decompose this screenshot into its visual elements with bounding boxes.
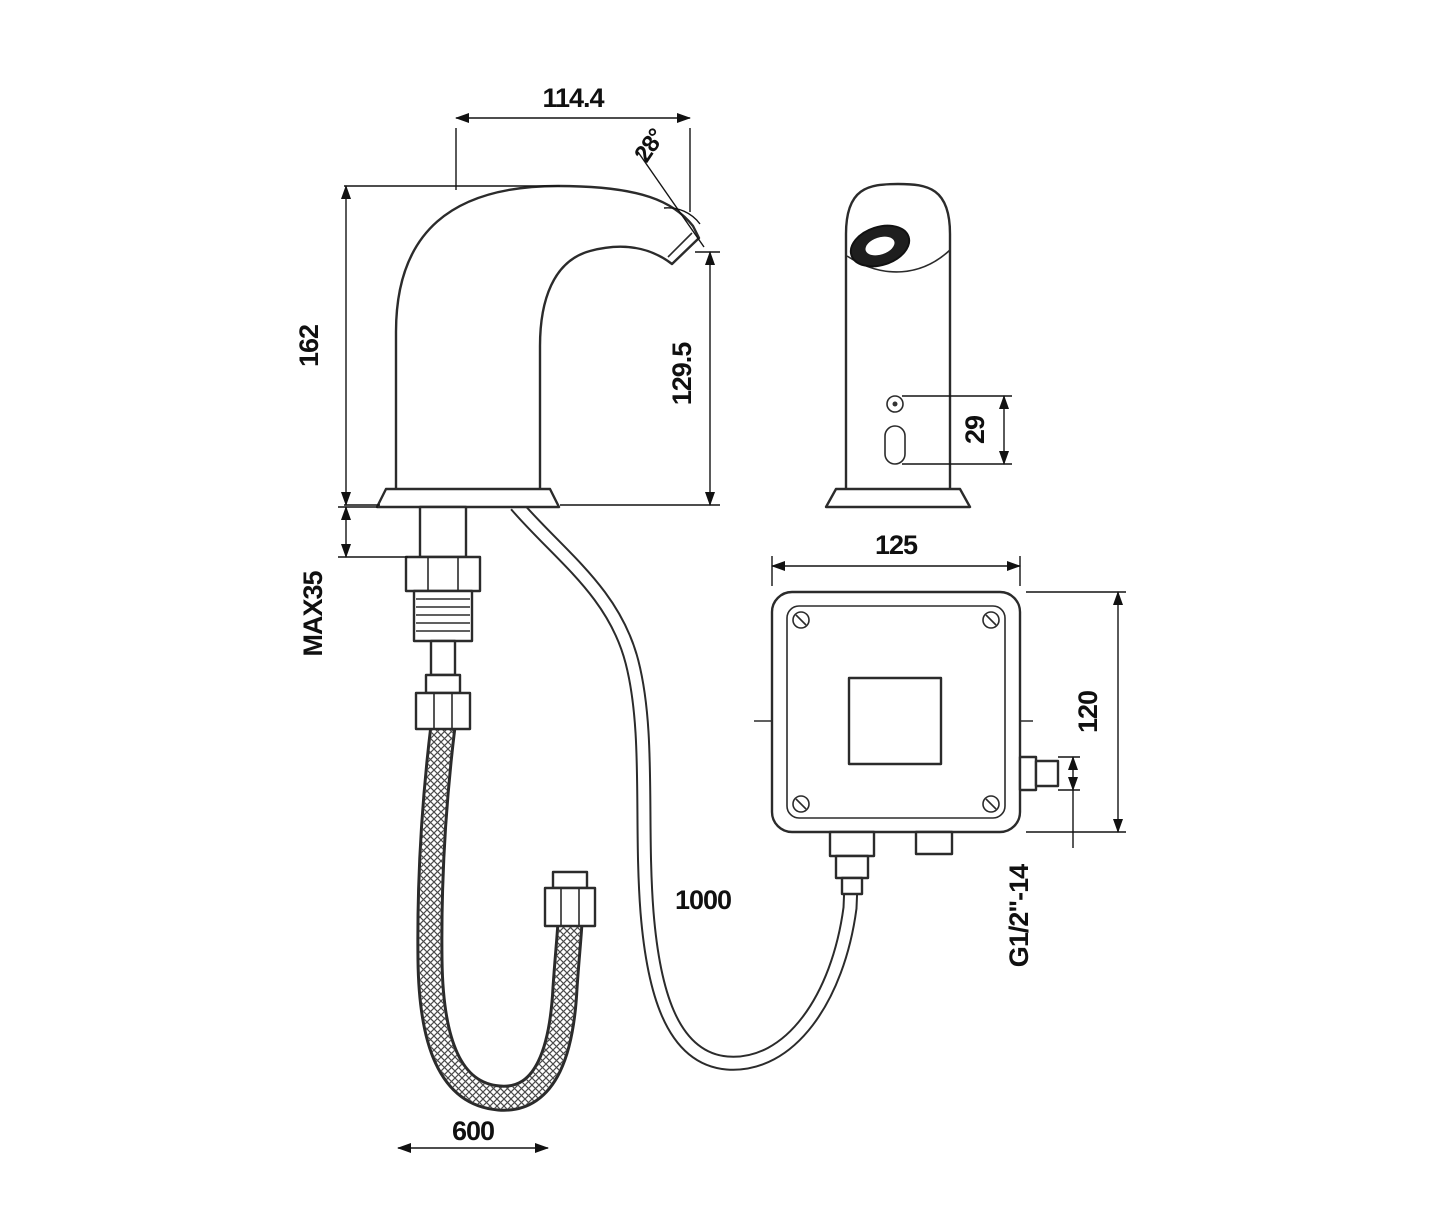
sensor-led xyxy=(886,395,904,413)
dim-label-deck-max: MAX35 xyxy=(298,571,328,657)
control-box xyxy=(754,590,1060,896)
dim-label-spout-angle: 28° xyxy=(629,124,670,167)
dim-label-box-height: 120 xyxy=(1073,691,1103,733)
dim-label-sensor-offset: 29 xyxy=(960,415,990,444)
spout-body xyxy=(394,184,701,494)
spout-outlet xyxy=(849,224,911,268)
box-window xyxy=(847,676,943,766)
dim-label-thread: G1/2"-14 xyxy=(1004,864,1034,967)
box-bottom-fitting-2 xyxy=(914,830,954,856)
faucet-front-view xyxy=(824,182,972,509)
dim-label-overall-height: 162 xyxy=(294,325,324,367)
dim-label-top-width: 114.4 xyxy=(542,83,604,113)
box-inner xyxy=(786,605,1006,819)
dim-label-hose-braided: 600 xyxy=(452,1116,494,1146)
front-base-flange xyxy=(824,487,972,509)
box-screws xyxy=(792,611,1000,813)
threaded-shank xyxy=(412,589,474,643)
dim-label-spout-height: 129.5 xyxy=(667,342,697,406)
braided-hose xyxy=(416,724,597,1112)
supply-hose xyxy=(510,500,859,1071)
dim-label-box-width: 125 xyxy=(875,530,918,560)
box-side-fitting xyxy=(1018,755,1060,792)
shank xyxy=(418,505,468,559)
hose-connector-nut xyxy=(414,673,472,731)
base-flange xyxy=(375,487,561,509)
dim-label-hose-supply: 1000 xyxy=(675,885,731,915)
box-outer xyxy=(770,590,1022,834)
mounting-nut xyxy=(404,555,482,593)
hose-end-nut xyxy=(543,870,597,928)
box-bottom-fitting xyxy=(828,830,876,896)
faucet-side-view xyxy=(375,184,701,731)
sensor-window xyxy=(884,425,906,465)
inlet-pipe xyxy=(429,639,457,677)
